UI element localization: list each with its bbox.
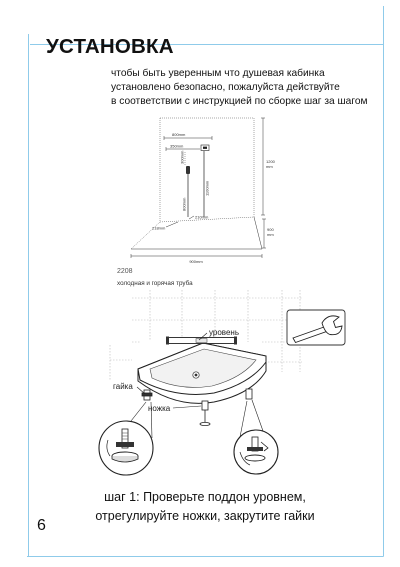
page-title: УСТАНОВКА: [46, 35, 174, 58]
room-dimensions-diagram: 800mm 350mm 300mm 1100mm 800mm 1200 mm 9…: [117, 117, 276, 287]
dim-drain-offset-label: 210mm: [195, 215, 209, 220]
dim-width-label: 900mm: [189, 259, 203, 264]
nut-label: гайка: [113, 382, 133, 391]
dim-depth-value: 900: [267, 227, 274, 232]
zoom-lines: [130, 399, 264, 439]
dim-drain-height-label: 800mm: [182, 197, 187, 211]
center-foot-base: [199, 421, 211, 426]
tray-leveling-diagram: уровень гайка ножка: [98, 290, 346, 476]
dim-depth-unit: mm: [267, 232, 274, 237]
tray-feet: [141, 388, 253, 426]
step-line: отрегулируйте ножки, закрутите гайки: [95, 509, 315, 523]
intro-text: чтобы быть уверенным что душевая кабинка…: [111, 67, 368, 109]
diagram-caption: холодная и горячая труба: [117, 279, 193, 287]
dim-offset-label: 350mm: [170, 143, 184, 148]
dim-wall-unit: mm: [266, 164, 273, 169]
dim-wall-value: 1200: [266, 159, 276, 164]
dim-pipe-label: 1100mm: [205, 180, 210, 196]
right-foot: [245, 388, 253, 400]
tray-drain: [192, 371, 200, 379]
dim-top-label: 800mm: [172, 132, 186, 137]
wall-guides: [130, 117, 255, 250]
page-number: 6: [37, 517, 46, 534]
tray-basin: [149, 348, 257, 388]
step-line: шаг 1: Проверьте поддон уровнем,: [104, 490, 306, 504]
leader-lines: [136, 332, 208, 409]
left-nut: [141, 392, 153, 397]
dimension-lines: [130, 117, 266, 258]
diagram-caption-code: 2208: [117, 268, 133, 275]
valve-fitting: [186, 166, 190, 174]
step-instructions: шаг 1: Проверьте поддон уровнем, отрегул…: [40, 488, 370, 526]
level-label: уровень: [209, 328, 239, 337]
intro-line: чтобы быть уверенным что душевая кабинка: [111, 68, 325, 79]
left-detail-zoom: [98, 420, 154, 476]
intro-line: в соответствии с инструкцией по сборке ш…: [111, 96, 368, 107]
faucet-outlet: [200, 144, 210, 151]
dim-left-offset-label: 218mm: [152, 226, 166, 231]
right-detail-zoom: [233, 429, 279, 475]
center-foot: [201, 400, 209, 411]
wrench-icon: [286, 309, 346, 346]
wall-tiles: [109, 290, 302, 380]
leg-label: ножка: [148, 404, 171, 413]
dim-valve-label: 300mm: [180, 150, 185, 164]
page-frame: [27, 6, 384, 557]
intro-line: установлено безопасно, пожалуйста действ…: [111, 82, 340, 93]
